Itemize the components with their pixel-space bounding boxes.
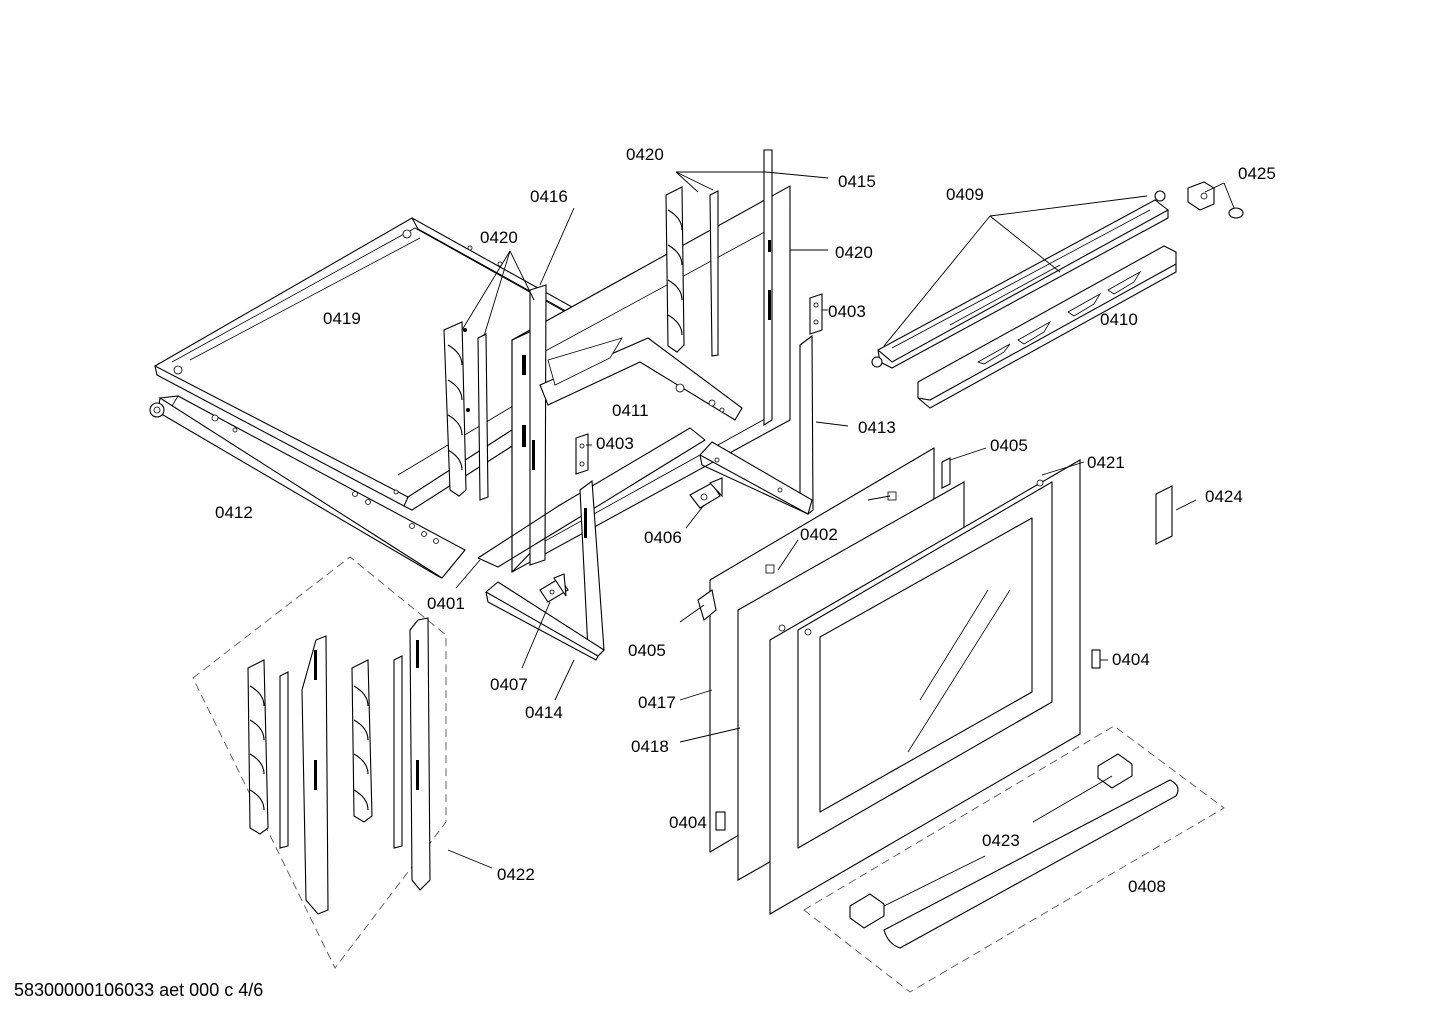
label-0404-right: 0404 bbox=[1112, 650, 1150, 669]
part-0407-hinge bbox=[539, 573, 569, 603]
label-0414: 0414 bbox=[525, 703, 563, 722]
label-0405-top: 0405 bbox=[990, 436, 1028, 455]
part-0413-bracket bbox=[699, 334, 814, 515]
label-0423: 0423 bbox=[982, 831, 1020, 850]
label-0416: 0416 bbox=[530, 187, 568, 206]
part-0404-block-a bbox=[1091, 649, 1101, 669]
part-0406-hinge bbox=[689, 477, 723, 509]
label-0410: 0410 bbox=[1100, 310, 1138, 329]
part-0403-clip-a bbox=[809, 293, 823, 335]
drawing-number-footer: 58300000106033 aet 000 c 4/6 bbox=[14, 980, 264, 1000]
part-0411-cross-member bbox=[477, 337, 743, 568]
label-0415: 0415 bbox=[838, 172, 876, 191]
part-0421-outer-door bbox=[769, 459, 1081, 915]
part-0404-block-b bbox=[715, 811, 726, 831]
part-0405-clip-b bbox=[697, 589, 717, 621]
label-0418: 0418 bbox=[631, 737, 669, 756]
label-0406: 0406 bbox=[644, 528, 682, 547]
label-0404-left: 0404 bbox=[669, 813, 707, 832]
part-0410-trim bbox=[917, 245, 1177, 409]
part-0408-handle-assembly bbox=[803, 725, 1225, 993]
part-0403-clip-b bbox=[575, 433, 589, 475]
label-0420-left: 0420 bbox=[480, 228, 518, 247]
label-0411: 0411 bbox=[612, 401, 649, 420]
leader-lines bbox=[447, 171, 1235, 907]
label-0409: 0409 bbox=[946, 185, 984, 204]
label-0402: 0402 bbox=[800, 525, 838, 544]
part-0422-rack-set bbox=[192, 556, 447, 969]
label-0401: 0401 bbox=[427, 594, 465, 613]
label-0413: 0413 bbox=[858, 418, 896, 437]
label-0420-right: 0420 bbox=[835, 243, 873, 262]
label-0403-left: 0403 bbox=[596, 434, 634, 453]
label-0403-right: 0403 bbox=[828, 302, 866, 321]
label-0419: 0419 bbox=[323, 309, 361, 328]
part-0412-rail bbox=[149, 395, 466, 579]
part-0425-connector bbox=[1187, 181, 1244, 219]
label-0417: 0417 bbox=[638, 693, 676, 712]
label-0407: 0407 bbox=[490, 675, 528, 694]
part-0420-rack-left bbox=[443, 321, 489, 501]
part-0420-rack-right bbox=[665, 186, 719, 357]
label-0412: 0412 bbox=[215, 503, 253, 522]
part-labels: 0420 0415 0416 0420 0420 0409 0425 0419 … bbox=[215, 145, 1276, 896]
label-0420-top: 0420 bbox=[626, 145, 664, 164]
part-0424-panel bbox=[1155, 485, 1173, 545]
label-0421: 0421 bbox=[1087, 453, 1125, 472]
label-0425: 0425 bbox=[1238, 164, 1276, 183]
label-0408: 0408 bbox=[1128, 877, 1166, 896]
label-0424: 0424 bbox=[1205, 487, 1243, 506]
part-0409-trim-bar bbox=[871, 190, 1170, 369]
part-0405-clip-a bbox=[941, 457, 951, 489]
label-0422: 0422 bbox=[497, 865, 535, 884]
label-0405-bottom: 0405 bbox=[628, 641, 666, 660]
part-0414-bracket bbox=[485, 479, 605, 661]
